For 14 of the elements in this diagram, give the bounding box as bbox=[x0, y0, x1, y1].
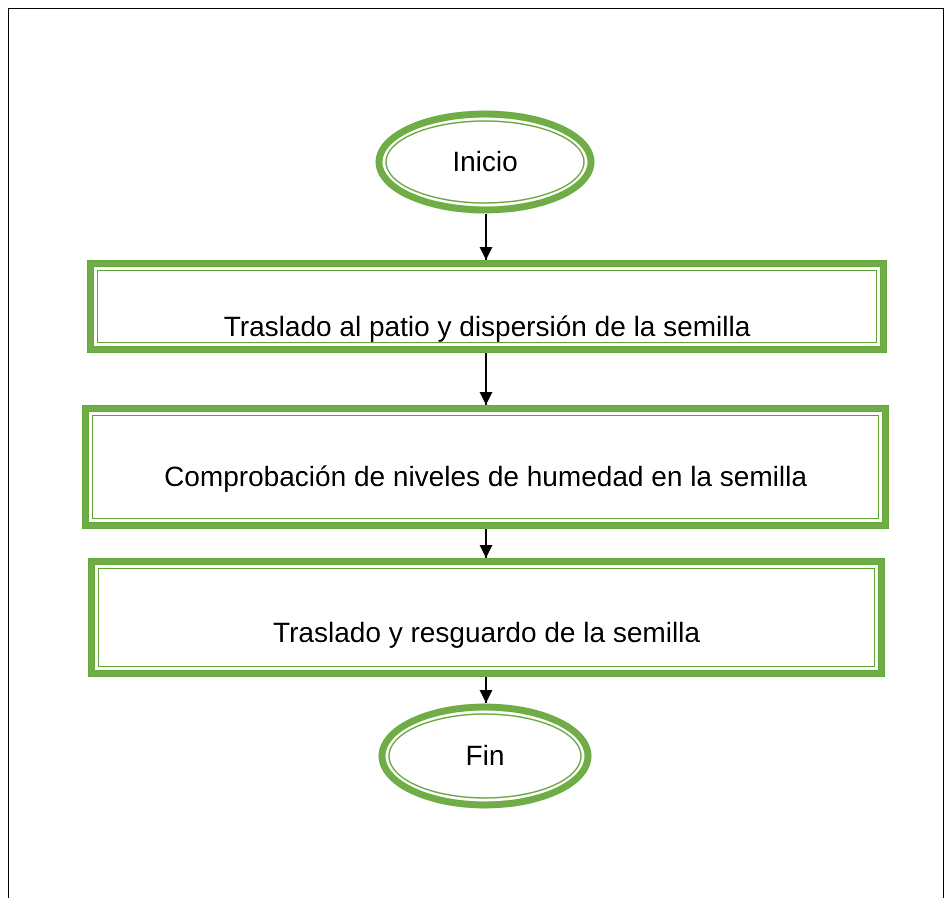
process-box bbox=[87, 260, 887, 353]
arrow bbox=[480, 677, 492, 703]
node-text: Fin bbox=[466, 740, 504, 772]
node-text: Traslado y resguardo de la semilla bbox=[273, 616, 700, 648]
terminal-ellipse bbox=[378, 703, 592, 809]
terminal-ellipse bbox=[375, 110, 595, 214]
process-box bbox=[82, 405, 889, 529]
arrow bbox=[480, 214, 492, 260]
arrow bbox=[480, 353, 492, 405]
arrow bbox=[480, 529, 492, 558]
node-text: Traslado al patio y dispersión de la semilla bbox=[224, 310, 750, 342]
process-box bbox=[88, 558, 885, 677]
node-text: Comprobación de niveles de humedad en la semilla bbox=[164, 461, 807, 493]
node-text: Inicio bbox=[452, 146, 518, 178]
